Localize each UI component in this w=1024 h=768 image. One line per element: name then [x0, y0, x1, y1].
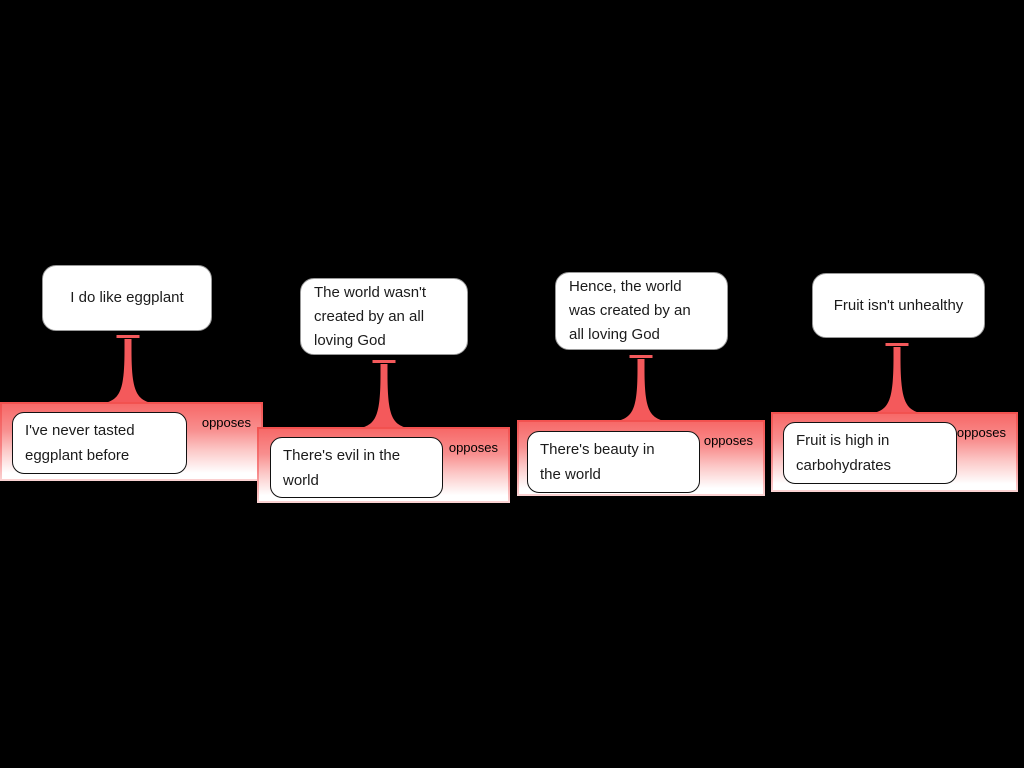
objection-box[interactable]: There's evil in the world — [270, 437, 443, 498]
edge-anchor-dash[interactable] — [629, 355, 653, 358]
opposes-edge-funnel[interactable] — [614, 359, 668, 422]
edge-anchor-dash[interactable] — [885, 343, 909, 346]
opposes-label: opposes — [201, 415, 251, 430]
objection-box[interactable]: There's beauty in the world — [527, 431, 700, 493]
edge-anchor-dash[interactable] — [116, 335, 140, 338]
opposes-label: opposes — [956, 425, 1006, 440]
opposes-edge-funnel[interactable] — [870, 347, 924, 414]
objection-box[interactable]: Fruit is high in carbohydrates — [783, 422, 957, 484]
claim-box[interactable]: I do like eggplant — [42, 265, 212, 331]
opposes-label: opposes — [448, 440, 498, 455]
claim-box[interactable]: Fruit isn't unhealthy — [812, 273, 985, 338]
claim-box[interactable]: The world wasn't created by an all lovin… — [300, 278, 468, 355]
objection-box[interactable]: I've never tasted eggplant before — [12, 412, 187, 474]
opposes-label: opposes — [703, 433, 753, 448]
opposes-edge-funnel[interactable] — [101, 339, 155, 404]
claim-box[interactable]: Hence, the world was created by an all l… — [555, 272, 728, 350]
opposes-edge-funnel[interactable] — [357, 364, 411, 429]
edge-anchor-dash[interactable] — [372, 360, 396, 363]
